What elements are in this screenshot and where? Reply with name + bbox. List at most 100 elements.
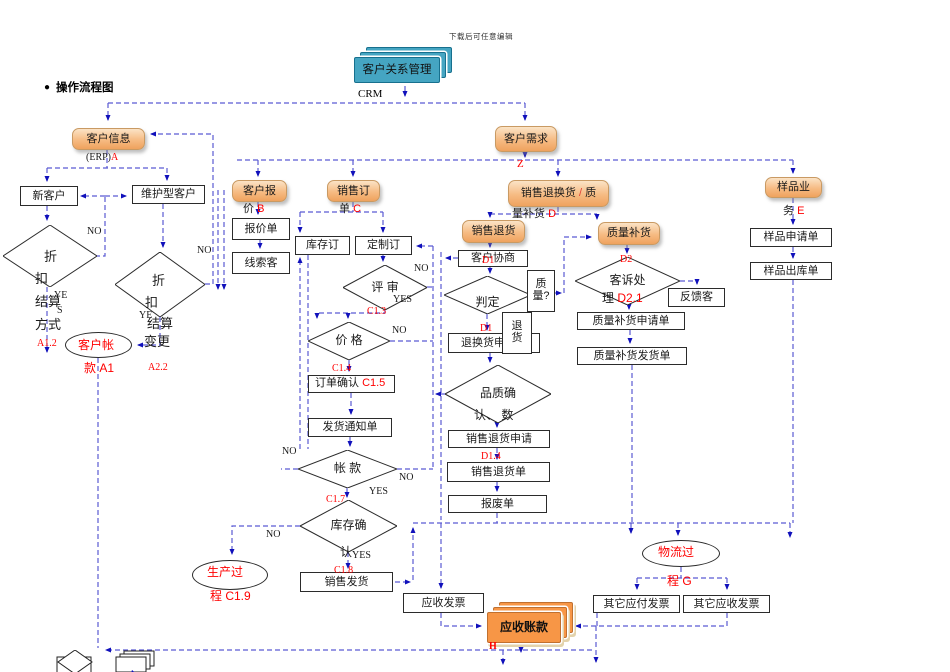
other-ap-invoice-label: 其它应付发票 xyxy=(603,597,670,610)
production-ellipse xyxy=(192,560,268,590)
no-discount1: NO xyxy=(87,226,102,237)
c1-3: C1.3 xyxy=(367,306,387,317)
quality-confirm-diamond: 品质确 xyxy=(445,365,551,423)
sales-order: 销售订 xyxy=(327,180,380,202)
quality-replenish: 质量补货 xyxy=(598,222,660,245)
crm-stack-label: 客户关系管理 xyxy=(362,63,432,76)
logi-l2: 程 G xyxy=(667,574,692,588)
quality-q-note: 质量? xyxy=(527,270,555,312)
customer-negotiate-label: 客户协商 xyxy=(471,252,515,265)
account-diamond: 帐 款 xyxy=(298,450,397,488)
ye-discount2: YE xyxy=(139,310,153,321)
ar-account-stack-front-page: 应收账款 xyxy=(487,612,561,643)
customer-quote: 客户报 xyxy=(232,180,287,202)
no-stock: NO xyxy=(266,529,281,540)
stock-confirm-diamond-label: 库存确 xyxy=(330,518,367,533)
custom-order-label: 定制订 xyxy=(367,239,400,252)
scrap-form: 报废单 xyxy=(448,495,547,513)
replenish-d: 量补货 D xyxy=(512,208,557,220)
stock-confirm-diamond: 库存确 xyxy=(300,500,397,552)
custom-order: 定制订 xyxy=(355,236,412,255)
watermark-text: 下载后可任意编辑 xyxy=(449,32,513,41)
yes-review: YES xyxy=(393,294,412,305)
c1-7: C1.7 xyxy=(326,494,346,505)
kou2: 扣 xyxy=(145,295,159,310)
bullet-icon: ● xyxy=(44,81,51,93)
crm-stack-front-page: 客户关系管理 xyxy=(354,57,440,83)
price-diamond-label: 价 格 xyxy=(335,333,363,348)
quotation-form: 报价单 xyxy=(232,218,290,240)
quotation-form-label: 报价单 xyxy=(244,222,278,235)
acct-l2: 款 A1 xyxy=(84,361,115,375)
lead-customer: 线索客 xyxy=(232,252,290,274)
erp-a: (ERP)A xyxy=(86,152,119,163)
d1-4: D1.4 xyxy=(481,451,501,462)
ye-discount1: YE xyxy=(54,290,68,301)
feedback-customer: 反馈客 xyxy=(668,288,725,307)
quality-ren-shu: 认、 数 xyxy=(474,408,514,422)
prod-l2: 程 C1.9 xyxy=(210,589,251,603)
customer-info: 客户信息 xyxy=(72,128,145,150)
quality-replenish-request: 质量补货申请单 xyxy=(577,312,685,330)
delivery-notice: 发货通知单 xyxy=(308,418,392,437)
sales-return-label: 销售退货 xyxy=(471,225,516,238)
no-price: NO xyxy=(392,325,407,336)
customer-demand-label: 客户需求 xyxy=(504,132,548,145)
other-ar-invoice-label: 其它应收发票 xyxy=(693,597,760,610)
stock-order: 库存订 xyxy=(295,236,350,255)
d1-judge: D1 xyxy=(480,323,493,334)
sample-outbound-label: 样品出库单 xyxy=(763,264,819,277)
sales-return-form: 销售退货单 xyxy=(447,462,550,482)
no-discount2: NO xyxy=(197,245,212,256)
docs-icon xyxy=(112,650,158,672)
jiesuan1: 结算 xyxy=(35,294,62,309)
sales-delivery-label: 销售发货 xyxy=(324,575,369,588)
customer-info-label: 客户信息 xyxy=(86,132,131,145)
acct-l1: 客户帐 xyxy=(78,338,115,352)
a1-2: A1.2 xyxy=(37,338,57,349)
quote-price-b: 价 B xyxy=(243,203,265,215)
ar-invoice-label: 应收发票 xyxy=(421,596,466,609)
stock-order-label: 库存订 xyxy=(306,239,339,252)
no-account-right: NO xyxy=(399,472,414,483)
customer-quote-label: 客户报 xyxy=(243,184,276,197)
sales-return-request-label: 销售退货申请 xyxy=(466,432,532,445)
customer-negotiate: 客户协商 xyxy=(458,250,528,267)
sample-request: 样品申请单 xyxy=(750,228,832,247)
new-customer-label: 新客户 xyxy=(32,189,66,202)
biangen2: 变更 xyxy=(144,334,171,349)
discount-method-diamond xyxy=(3,225,97,287)
no-review: NO xyxy=(414,263,429,274)
sales-return: 销售退货 xyxy=(462,220,525,243)
maintain-customer-label: 维护型客户 xyxy=(141,188,196,201)
ar-invoice: 应收发票 xyxy=(403,593,484,613)
other-ar-invoice: 其它应收发票 xyxy=(683,595,770,613)
yes-account: YES xyxy=(369,486,388,497)
quality-replenish-delivery-label: 质量补货发货单 xyxy=(593,349,671,362)
return-goods-note: 退货 xyxy=(502,312,532,354)
crm-stack: 客户关系管理 xyxy=(354,47,452,83)
customer-account-ellipse xyxy=(65,332,132,358)
sales-return-form-label: 销售退货单 xyxy=(471,465,526,478)
lead-customer-label: 线索客 xyxy=(244,256,278,269)
sample-business-label: 样品业 xyxy=(777,181,810,194)
return-goods-note-label: 退货 xyxy=(511,320,523,344)
zhe2: 折 xyxy=(152,273,166,288)
kou1: 扣 xyxy=(35,271,49,286)
review-diamond-label: 评 审 xyxy=(371,279,399,294)
quality-replenish-delivery: 质量补货发货单 xyxy=(577,347,687,365)
stock-ren: 认 xyxy=(340,545,353,559)
d1-negotiate: D1 xyxy=(482,255,495,266)
crm-caption: CRM xyxy=(358,88,383,100)
sales-order-label: 销售订 xyxy=(337,184,370,197)
return-exchange-label: 销售退换货 / 质 xyxy=(520,187,597,200)
yes-stock: YES xyxy=(352,550,371,561)
sample-e: 务 E xyxy=(783,205,805,217)
page-title-label: 操作流程图 xyxy=(56,82,114,94)
sales-return-request: 销售退货申请 xyxy=(448,430,550,448)
c1-8: C1.8 xyxy=(334,565,354,576)
fangshi1: 方式 xyxy=(35,317,62,332)
a2-2: A2.2 xyxy=(148,362,168,373)
